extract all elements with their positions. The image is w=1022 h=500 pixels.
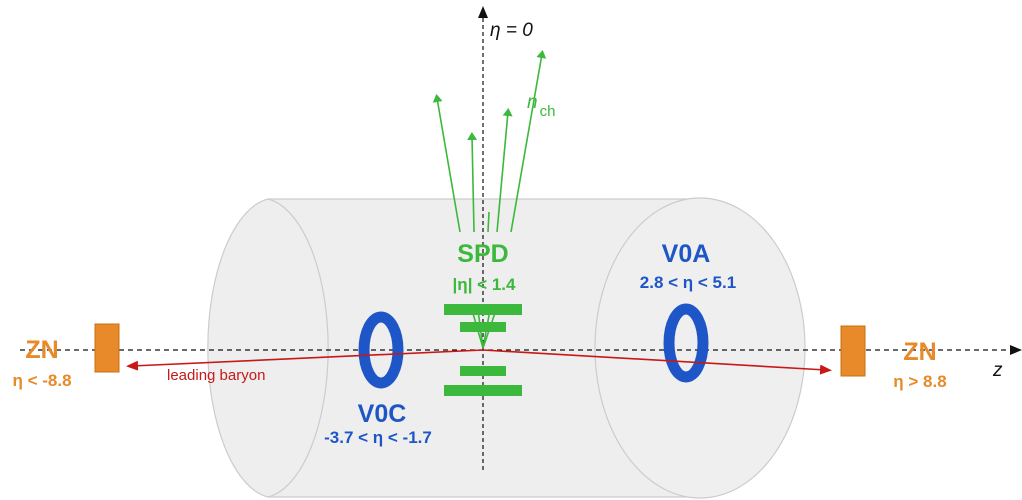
barrel-left-cap-arc [267,198,329,498]
spd-outer-layer-top [444,304,522,315]
zn-right-block [840,325,866,377]
zn-right-name: ZN [903,338,936,366]
spd-range: |η| < 1.4 [453,275,516,294]
v0c-name: V0C [358,400,407,428]
leading-baryon-label: leading baryon [167,367,265,384]
track-5 [487,211,490,233]
nch-label-main: n [527,92,538,113]
spd-name: SPD [457,240,508,268]
zn-left-name: ZN [25,336,58,364]
zn-left-block [94,323,120,373]
v0a-range: 2.8 < η < 5.1 [640,273,736,292]
v0c-ring [358,311,404,389]
eta-zero-label: η = 0 [490,20,533,41]
z-axis-label: z [992,360,1003,381]
v0a-name: V0A [662,240,711,268]
spd-inner-layer-top [460,322,506,332]
zn-left-range: η < -8.8 [12,371,71,390]
spd-detector [444,304,522,396]
track-1 [432,94,461,233]
spd-inner-layer-bottom [460,366,506,376]
spd-outer-layer-bottom [444,385,522,396]
v0a-ring [663,303,709,383]
v0c-range: -3.7 < η < -1.7 [324,428,432,447]
track-4 [510,50,547,233]
zn-right-range: η > 8.8 [893,372,946,391]
track-2 [467,132,478,233]
leading-baryon-left-arrow [126,349,484,371]
nch-label-sub: ch [540,103,556,120]
track-3 [496,108,513,233]
leading-baryon-right-arrow [482,349,832,375]
